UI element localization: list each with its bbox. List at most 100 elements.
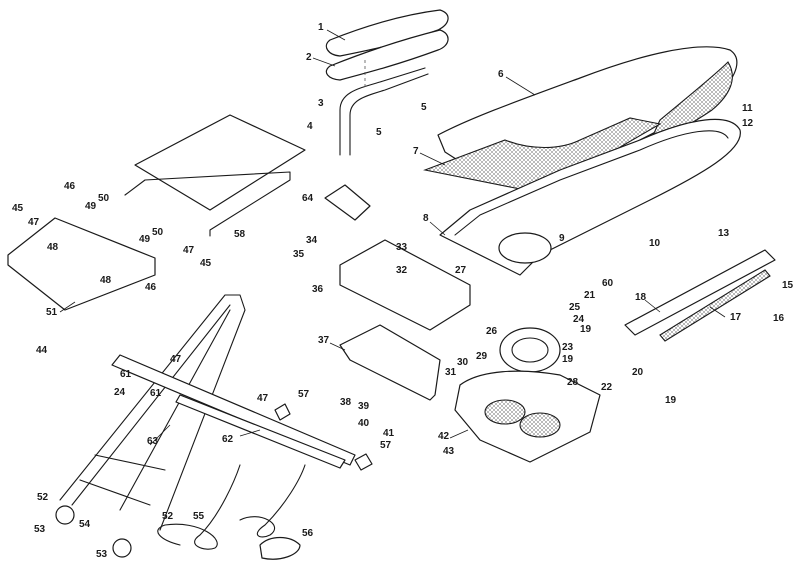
callout-46b: 46 [145,282,157,293]
wheel-left-part [55,505,75,525]
callout-48b: 48 [100,275,112,286]
callout-17: 17 [730,312,742,323]
power-cord-part [157,464,241,550]
callout-16: 16 [773,313,785,324]
callout-24b: 24 [114,387,126,398]
callout-24a: 24 [573,314,585,325]
shelf-bracket-part [7,217,156,311]
pad-bottom-part [325,29,449,81]
foot-pedal-part [259,536,301,560]
callout-54: 54 [79,519,91,530]
callout-53b: 53 [96,549,108,560]
callout-45b: 45 [200,258,212,269]
callout-44: 44 [36,345,48,356]
callout-57b: 57 [380,440,392,451]
callout-63: 63 [147,436,159,447]
callout-26: 26 [486,326,498,337]
callout-13: 13 [718,228,730,239]
callout-53a: 53 [34,524,46,535]
callout-37: 37 [318,335,330,346]
rail-spring-part [659,269,771,342]
callout-38: 38 [340,397,352,408]
callout-19b: 19 [562,354,574,365]
callout-52a: 52 [37,492,49,503]
callout-47c: 47 [170,354,182,365]
callout-19c: 19 [665,395,677,406]
callout-46a: 46 [64,181,76,192]
callout-29: 29 [476,351,488,362]
leg-frame-part [59,294,246,531]
callout-64: 64 [302,193,314,204]
shelf-wire-part [124,171,291,237]
callout-5a: 5 [421,102,427,113]
mesh-pad-part [423,117,662,191]
callout-43: 43 [443,446,455,457]
callout-28: 28 [567,377,579,388]
callout-45a: 45 [12,203,24,214]
callout-4: 4 [307,121,313,132]
callout-48a: 48 [47,242,59,253]
leg-bar-lower-part [175,394,346,469]
callout-47b: 47 [183,245,195,256]
callout-3: 3 [318,98,324,109]
callout-27: 27 [455,265,467,276]
callout-50a: 50 [98,193,110,204]
callout-49a: 49 [85,201,97,212]
callout-40: 40 [358,418,370,429]
callout-22: 22 [601,382,613,393]
end-cap-upper-part [274,403,291,421]
callout-51: 51 [46,307,58,318]
callout-1: 1 [318,22,324,33]
bracket-box-part [339,239,471,331]
callout-57a: 57 [298,389,310,400]
lower-bracket-part [339,324,441,401]
leg-bar-part [111,354,356,466]
callout-11: 11 [742,103,753,114]
callout-32: 32 [396,265,408,276]
callout-20: 20 [632,367,644,378]
callout-50b: 50 [152,227,164,238]
callout-19a: 19 [580,324,592,335]
callout-35: 35 [293,249,305,260]
end-cap-lower-part [354,453,373,471]
callout-21: 21 [584,290,596,301]
callout-36: 36 [312,284,324,295]
callout-10: 10 [649,238,661,249]
callout-58: 58 [234,229,246,240]
callout-61a: 61 [120,369,132,380]
callout-8: 8 [423,213,429,224]
callout-41: 41 [383,428,395,439]
callout-31: 31 [445,367,457,378]
callout-23: 23 [562,342,574,353]
callout-9: 9 [559,233,565,244]
sleeve-arm-part [339,67,429,156]
callout-33: 33 [396,242,408,253]
callout-6: 6 [498,69,504,80]
callout-52b: 52 [162,511,174,522]
wheel-right-part [112,538,132,558]
callout-34: 34 [306,235,318,246]
callout-15: 15 [782,280,794,291]
callout-62: 62 [222,434,234,445]
callout-56: 56 [302,528,314,539]
callout-25: 25 [569,302,581,313]
callout-47d: 47 [257,393,269,404]
callout-42: 42 [438,431,450,442]
warning-label-part [324,184,371,221]
callout-39: 39 [358,401,370,412]
frame-hole-part [498,232,552,264]
callout-61b: 61 [150,388,162,399]
callout-12: 12 [742,118,754,129]
callout-7: 7 [413,146,419,157]
callout-47a: 47 [28,217,40,228]
fan-part [499,327,561,373]
callout-60: 60 [602,278,614,289]
callout-55: 55 [193,511,205,522]
callout-5b: 5 [376,127,382,138]
callout-2: 2 [306,52,312,63]
shelf-top-part [134,114,306,211]
rail-part [624,249,776,336]
callout-30: 30 [457,357,469,368]
